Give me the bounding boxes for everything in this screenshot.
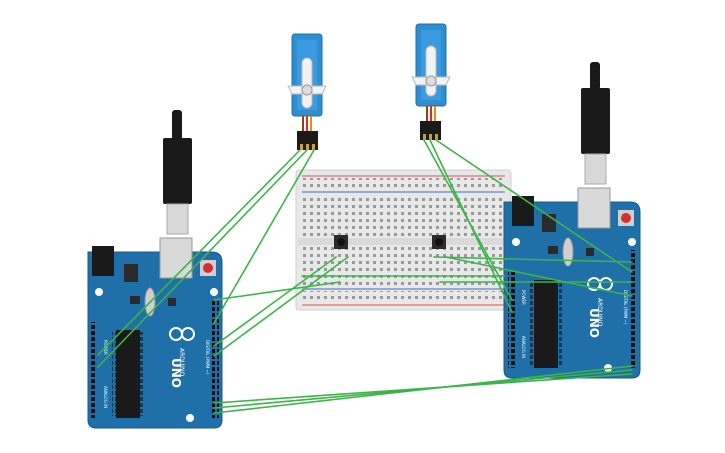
power-header-label: POWER [521,290,526,305]
usb-cable-left [163,110,192,235]
wire [433,256,633,263]
brand-label: ARDUINO [596,298,603,327]
servo-left [287,33,327,150]
pushbutton-right[interactable] [432,235,446,249]
digital-header-label: DIGITAL (PWM ~) [205,340,210,375]
arduino-right: ARDUINO UNO DIGITAL (PWM ~) POWER ANALOG… [503,187,641,379]
wire [213,256,337,347]
wire [429,139,513,313]
digital-header-label: DIGITAL (PWM ~) [623,290,628,325]
analog-header-label: ANALOG IN [103,386,108,408]
analog-header-label: ANALOG IN [521,336,526,358]
wire [97,149,308,368]
brand-label: ARDUINO [178,348,185,377]
wire [213,149,315,324]
wire [213,365,633,414]
wire [213,256,349,357]
breadboard [295,169,512,311]
arduino-left: ARDUINO UNO DIGITAL (PWM ~) POWER ANALOG… [87,237,223,429]
wire [97,149,301,356]
wire [435,139,633,273]
pushbutton-left[interactable] [334,235,348,249]
model-label: UNO [169,358,183,388]
wire [213,373,633,404]
infinity-logo-icon [169,327,195,341]
usb-cable-right [581,62,610,185]
wires [97,139,633,414]
model-label: UNO [587,308,601,338]
servo-right [411,23,451,140]
wire [445,256,633,297]
wire [213,281,341,301]
